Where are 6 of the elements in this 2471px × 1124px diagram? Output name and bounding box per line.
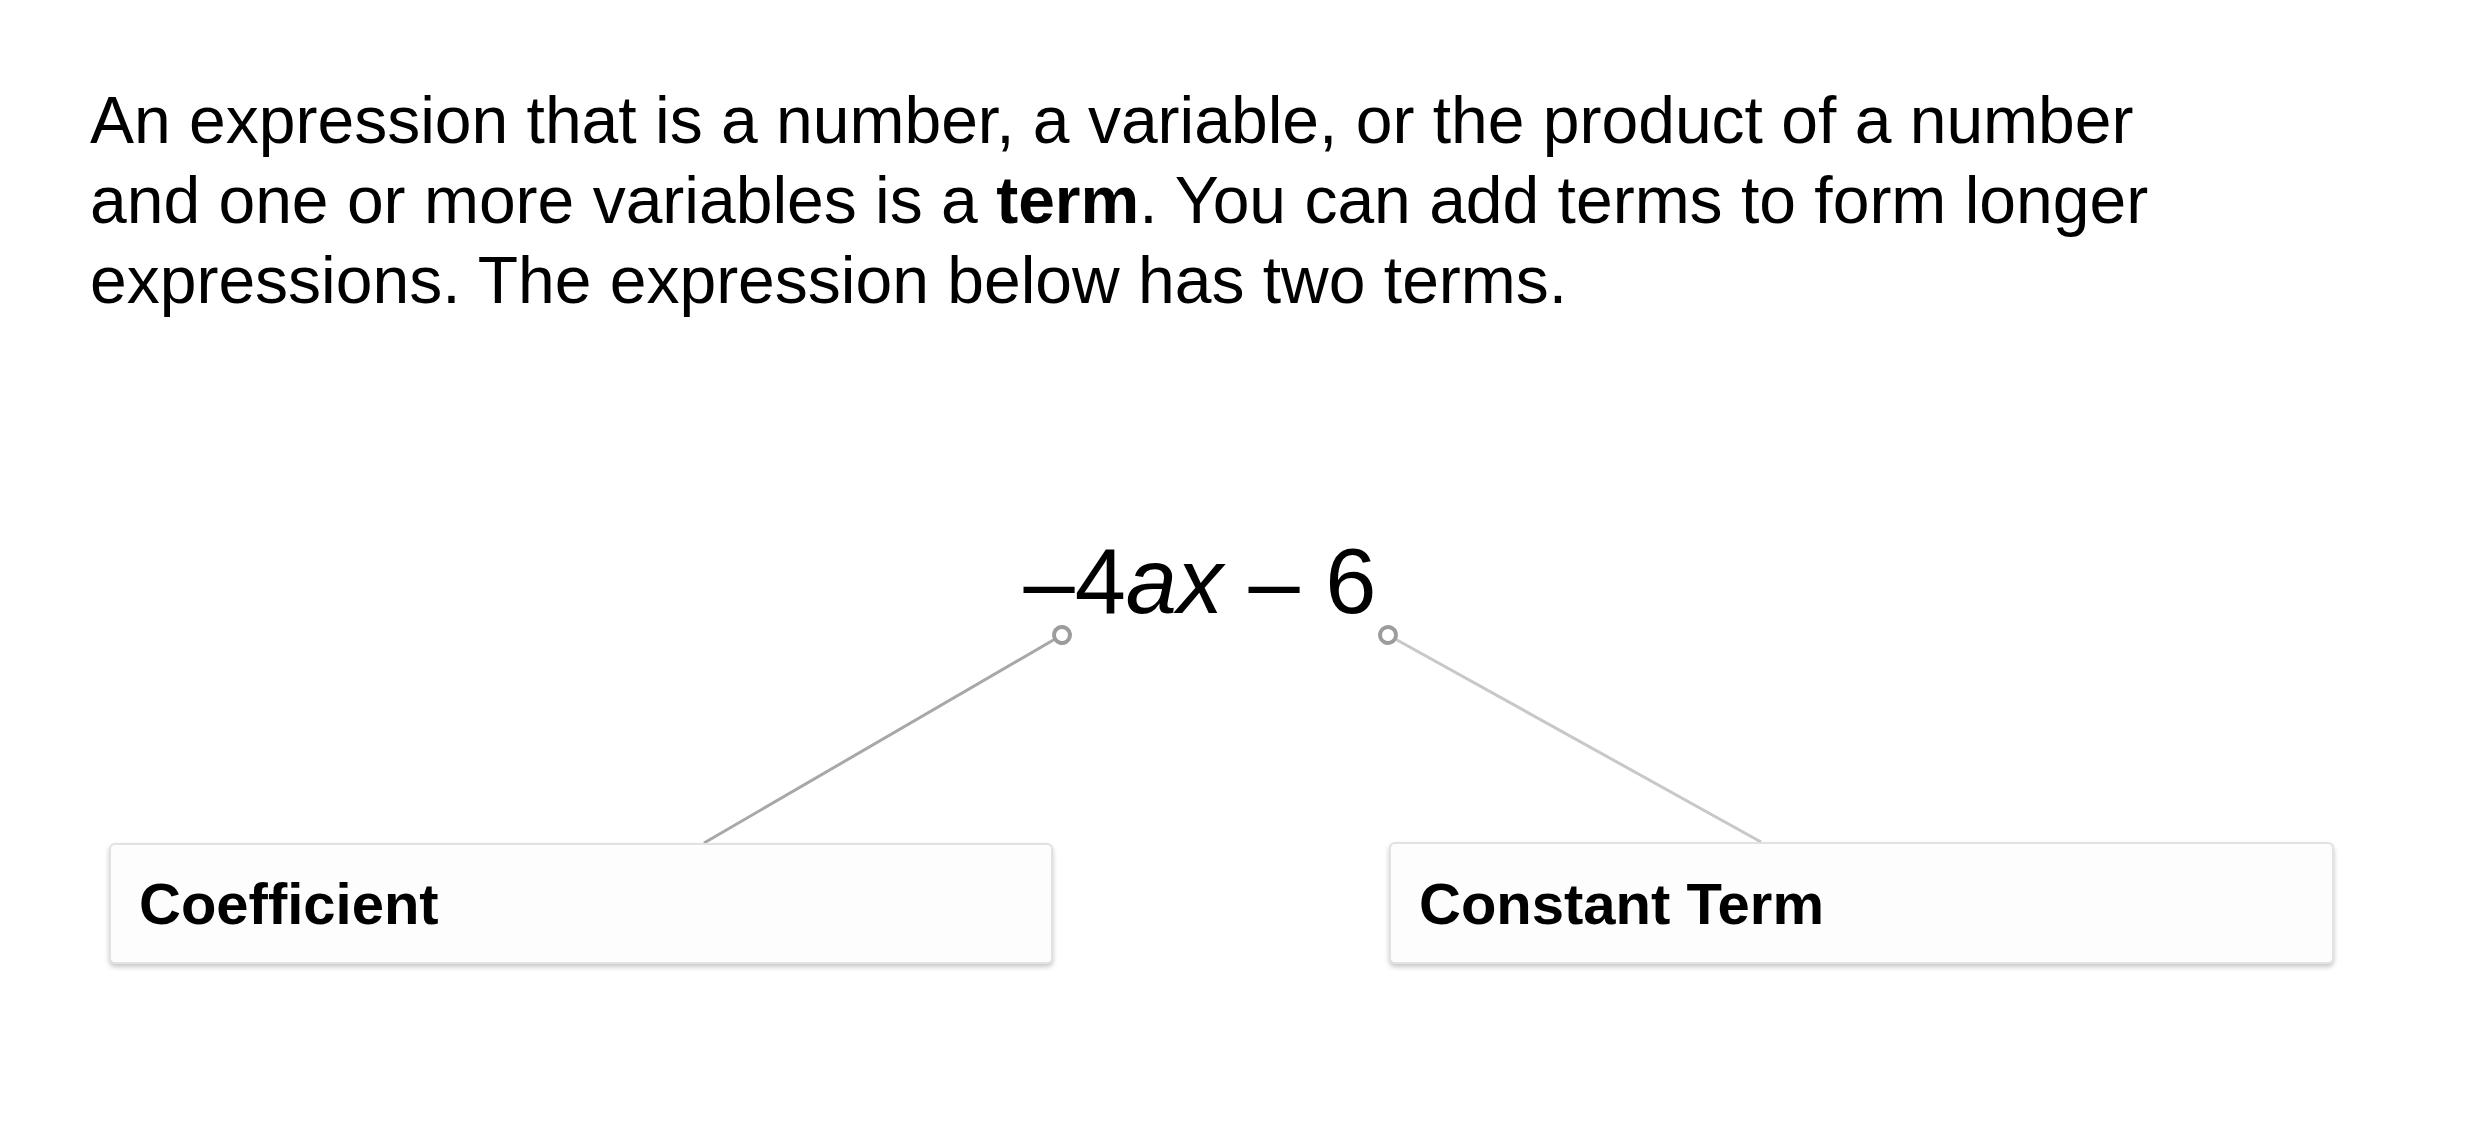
label-card: Constant Term	[1389, 842, 2334, 964]
label-card: Coefficient	[109, 843, 1053, 964]
leader-line	[1378, 625, 1762, 844]
leader-line	[703, 625, 1072, 845]
intro-paragraph: An expression that is a number, a variable, or the product of a number and one or more variables is a term. You can add terms to form longer expressions. The expression below has two terms.	[90, 82, 2150, 319]
math-expression: –4ax – 6	[1023, 535, 1377, 627]
